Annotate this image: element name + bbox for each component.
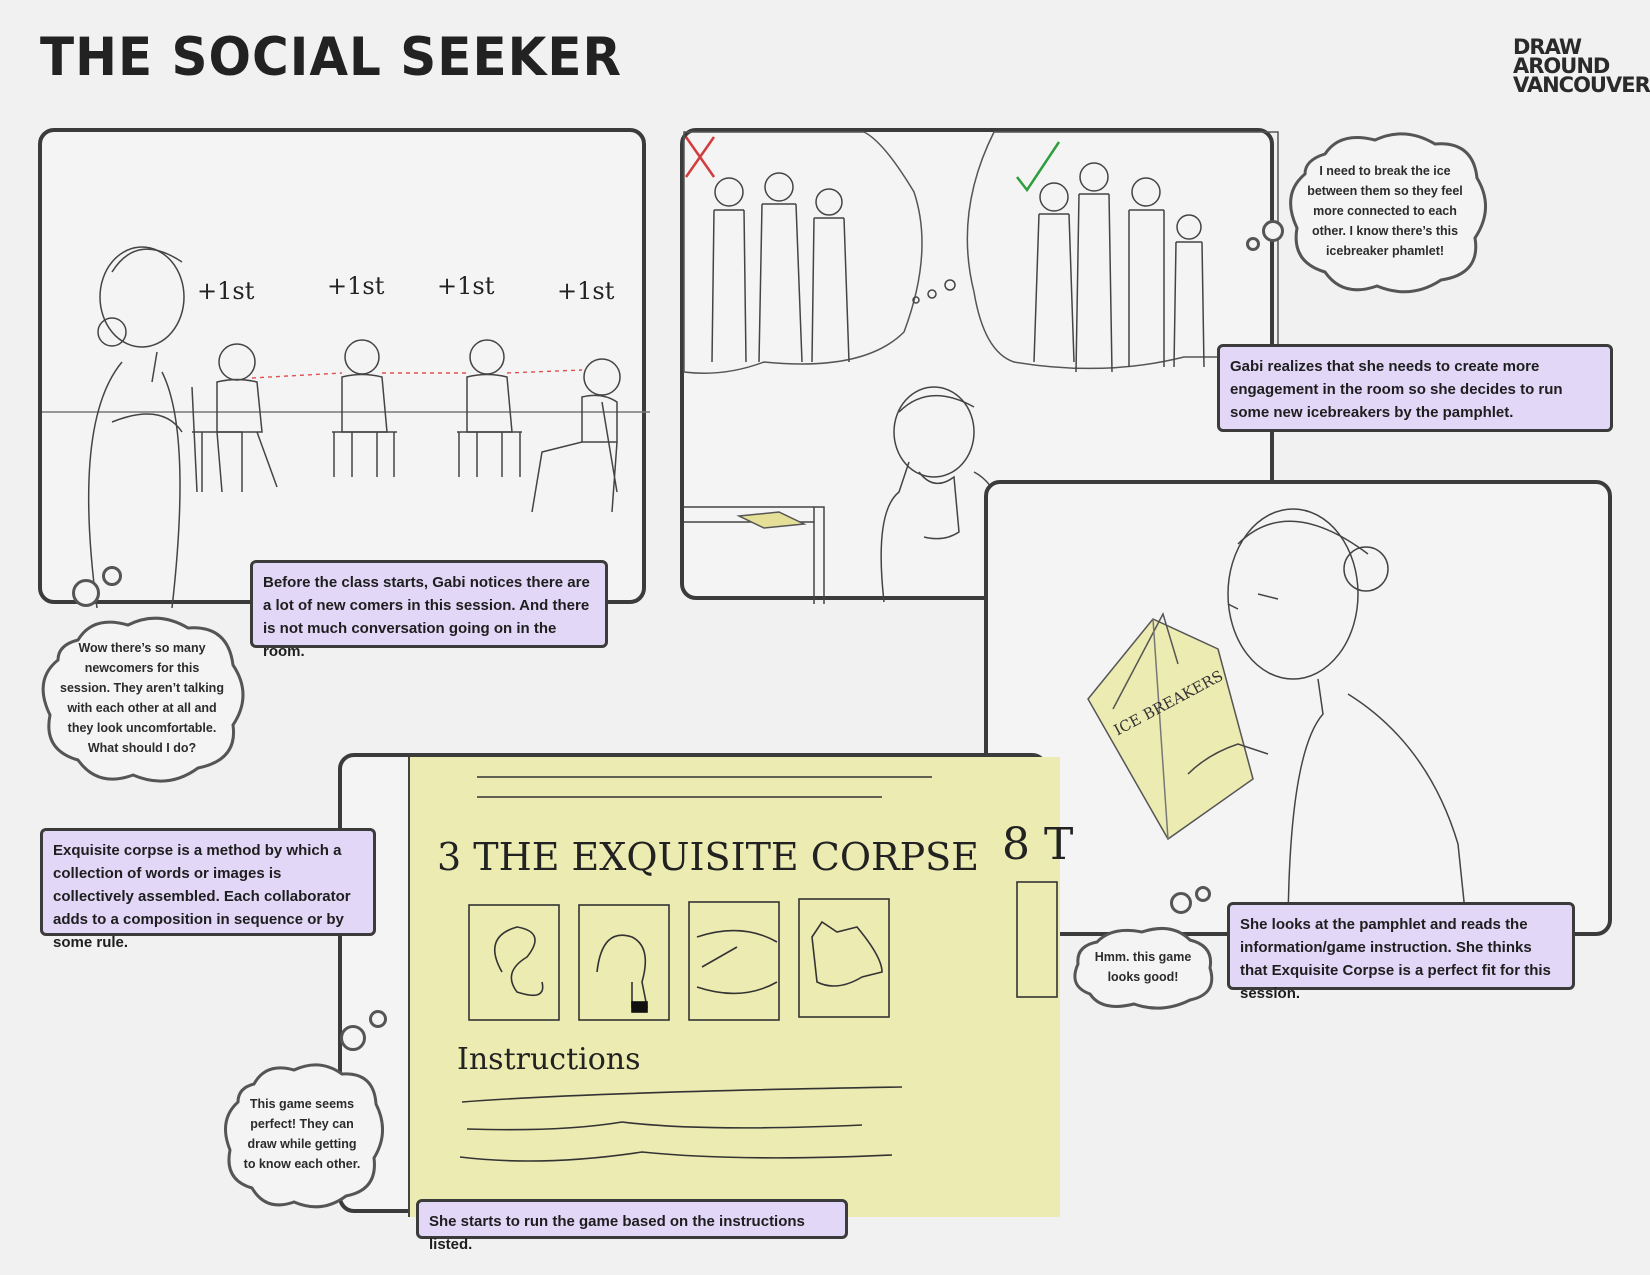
check-mark — [1016, 141, 1061, 193]
cross-mark — [684, 136, 716, 178]
thought-dot — [1170, 892, 1192, 914]
page-title: THE SOCIAL SEEKER — [40, 26, 623, 88]
seated-person-2 — [332, 339, 397, 477]
thought-bubble-newcomers: Wow there’s so many newcomers for this s… — [38, 610, 246, 786]
thought-dot — [1262, 220, 1284, 242]
seated-person-1 — [191, 343, 278, 493]
seated-person-4 — [531, 358, 621, 513]
caption-panel-2: Gabi realizes that she needs to create m… — [1217, 344, 1613, 432]
caption-panel-3: She looks at the pamphlet and reads the … — [1227, 902, 1575, 1002]
panel-reading-pamphlet: ICE BREAKERS — [984, 480, 1612, 941]
thought-dot — [72, 579, 100, 607]
thought-bubble-game-looks-good: Hmm. this game looks good! — [1072, 924, 1214, 1010]
thought-dot — [369, 1010, 387, 1028]
thought-bubble-game-perfect: This game seems perfect! They can draw w… — [222, 1058, 384, 1210]
gabi-figure — [87, 246, 185, 609]
pamphlet-on-table — [736, 511, 807, 529]
draw-around-vancouver-logo: DRAW AROUND VANCOUVER — [1513, 35, 1650, 97]
thinking-illustration — [683, 131, 1279, 604]
thought-dot — [340, 1025, 366, 1051]
pamphlet-drawing — [459, 776, 1058, 1162]
reading-illustration — [1087, 508, 1469, 941]
body-drawing — [696, 929, 778, 995]
logo-line: VANCOUVER — [1513, 73, 1650, 97]
thought-dot — [1195, 886, 1211, 902]
instructions-heading: Instructions — [457, 1042, 641, 1077]
pamphlet-held — [1087, 612, 1254, 841]
seated-person-3 — [457, 339, 522, 477]
corpse-boxes — [468, 898, 890, 1021]
dragon-head-drawing — [811, 920, 883, 987]
caption-exquisite-corpse-definition: Exquisite corpse is a method by which a … — [40, 828, 376, 951]
pamphlet-next-page — [970, 757, 1060, 1217]
pamphlet-page — [408, 757, 972, 1217]
panel-newcomers-room: +1st +1st +1st +1st — [38, 128, 650, 609]
gabi-reading-figure — [1227, 508, 1469, 941]
exquisite-corpse-heading: 3 THE EXQUISITE CORPSE — [437, 835, 979, 879]
s-drawing — [493, 926, 544, 997]
logo-line: AROUND — [1513, 54, 1610, 78]
plus-one-label: +1st — [437, 272, 495, 300]
isolated-people — [711, 172, 850, 363]
neck-drawing — [596, 934, 648, 1008]
thought-bubble-break-ice: I need to break the ice between them so … — [1285, 126, 1487, 296]
panel-exquisite-corpse-page: 3 THE EXQUISITE CORPSE Instructions 8 T — [338, 753, 1073, 1217]
plus-one-label: +1st — [327, 272, 385, 300]
caption-panel-1: Before the class starts, Gabi notices th… — [250, 560, 608, 660]
next-page-heading-partial: 8 T — [1002, 819, 1074, 870]
logo-line: DRAW — [1513, 35, 1582, 59]
thought-dot — [1246, 237, 1260, 251]
connected-people — [1033, 162, 1205, 373]
caption-panel-4: She starts to run the game based on the … — [416, 1199, 848, 1253]
thought-dot — [102, 566, 122, 586]
room-illustration — [42, 246, 650, 609]
plus-one-label: +1st — [557, 277, 615, 305]
plus-one-label: +1st — [197, 277, 255, 305]
